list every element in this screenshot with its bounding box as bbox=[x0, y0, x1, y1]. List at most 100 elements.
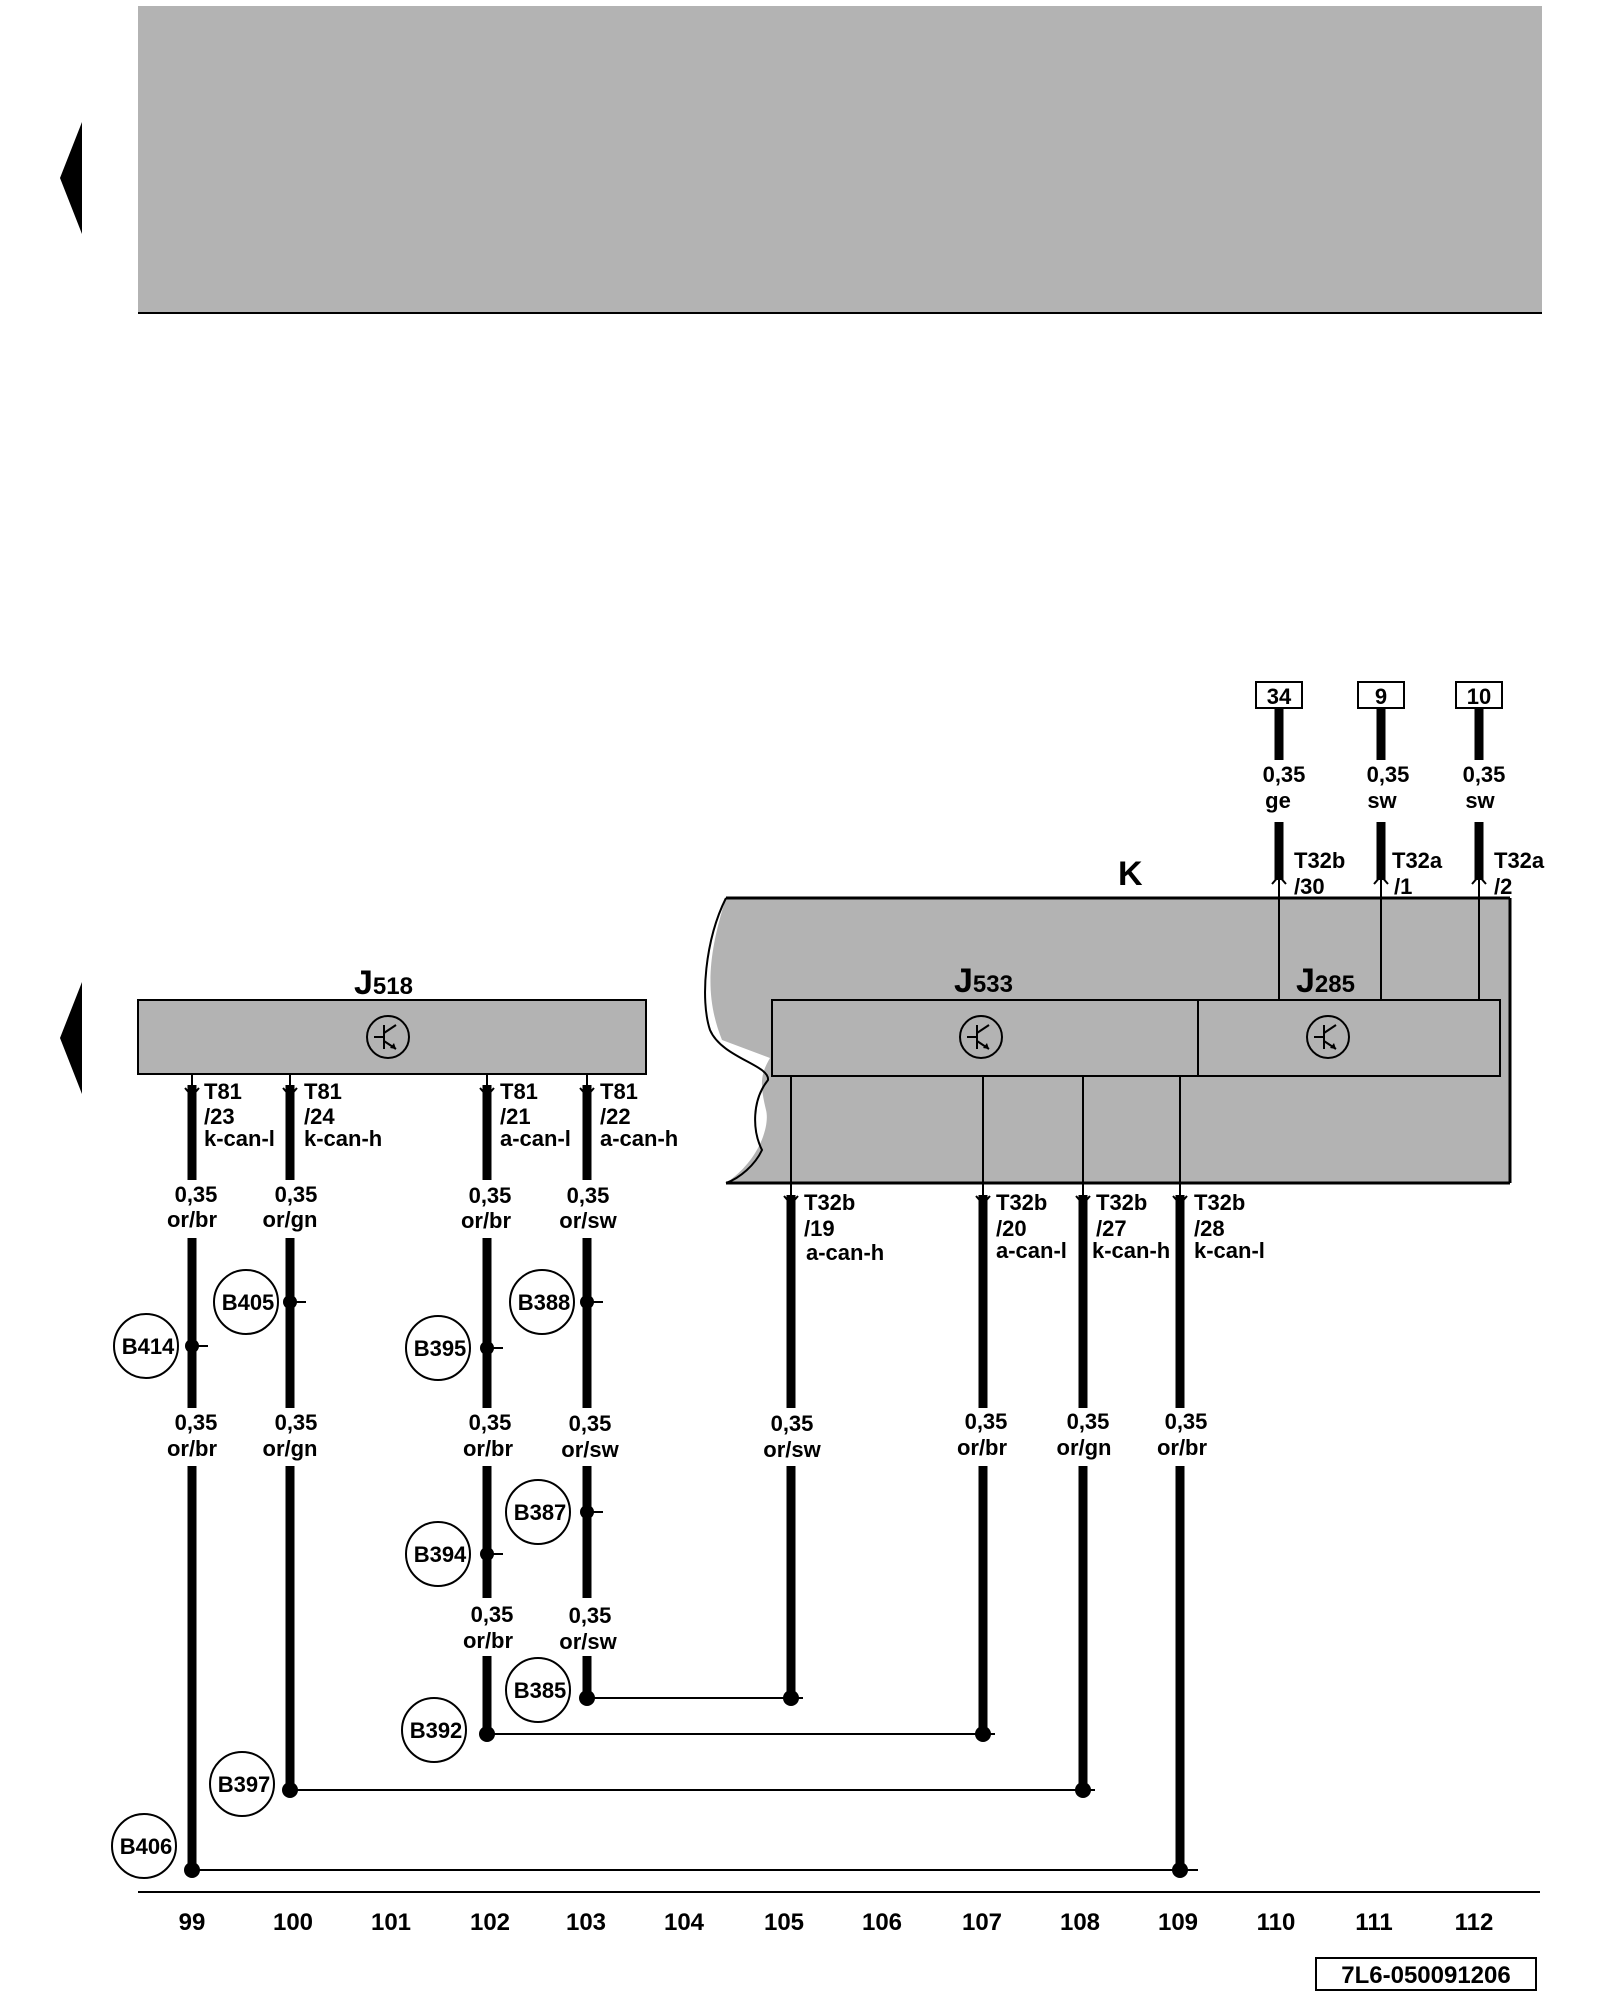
svg-text:or/gn: or/gn bbox=[263, 1207, 318, 1232]
svg-text:or/gn: or/gn bbox=[1057, 1435, 1112, 1460]
svg-text:or/sw: or/sw bbox=[763, 1437, 821, 1462]
svg-text:B392: B392 bbox=[410, 1718, 463, 1743]
svg-text:/24: /24 bbox=[304, 1104, 335, 1129]
svg-text:0,35: 0,35 bbox=[175, 1410, 218, 1435]
svg-text:110: 110 bbox=[1257, 1909, 1296, 1936]
svg-text:100: 100 bbox=[273, 1909, 313, 1936]
svg-text:111: 111 bbox=[1355, 1909, 1392, 1936]
svg-text:0,35: 0,35 bbox=[469, 1410, 512, 1435]
svg-text:108: 108 bbox=[1060, 1909, 1100, 1936]
svg-text:0,35: 0,35 bbox=[1463, 762, 1506, 787]
splice-b395: B395 bbox=[405, 1315, 471, 1381]
svg-text:0,35: 0,35 bbox=[965, 1409, 1008, 1434]
svg-text:0,35: 0,35 bbox=[569, 1411, 612, 1436]
transistor-icon bbox=[1306, 1015, 1350, 1059]
svg-text:or/sw: or/sw bbox=[559, 1208, 617, 1233]
svg-text:B405: B405 bbox=[222, 1290, 275, 1315]
reference-box-9 bbox=[1357, 681, 1405, 709]
svg-text:0,35: 0,35 bbox=[771, 1411, 814, 1436]
diagram-code: 7L6-050091206 bbox=[1341, 1962, 1510, 1989]
svg-text:T81: T81 bbox=[204, 1079, 242, 1104]
svg-text:T81: T81 bbox=[304, 1079, 342, 1104]
component-k-label: K bbox=[1118, 855, 1143, 893]
svg-text:or/br: or/br bbox=[167, 1207, 218, 1232]
svg-text:or/br: or/br bbox=[957, 1435, 1008, 1460]
header-band bbox=[138, 6, 1542, 312]
svg-text:/20: /20 bbox=[996, 1216, 1027, 1241]
svg-text:ge: ge bbox=[1265, 788, 1291, 813]
splice-b388: B388 bbox=[509, 1269, 575, 1335]
svg-text:or/sw: or/sw bbox=[561, 1437, 619, 1462]
svg-text:k-can-l: k-can-l bbox=[1194, 1238, 1265, 1263]
svg-text:/19: /19 bbox=[804, 1216, 835, 1241]
svg-text:0,35: 0,35 bbox=[1067, 1409, 1110, 1434]
svg-text:k-can-h: k-can-h bbox=[304, 1126, 382, 1151]
svg-text:T32a: T32a bbox=[1392, 848, 1443, 873]
svg-text:sw: sw bbox=[1465, 788, 1495, 813]
svg-text:109: 109 bbox=[1158, 1909, 1198, 1936]
svg-text:107: 107 bbox=[962, 1909, 1002, 1936]
svg-text:105: 105 bbox=[764, 1909, 804, 1936]
svg-text:B395: B395 bbox=[414, 1336, 467, 1361]
terminal-t32b-27: T32b /27 k-can-h bbox=[1092, 1190, 1170, 1263]
svg-text:0,35: 0,35 bbox=[469, 1183, 512, 1208]
svg-text:0,35: 0,35 bbox=[175, 1182, 218, 1207]
svg-text:/27: /27 bbox=[1096, 1216, 1127, 1241]
svg-text:106: 106 bbox=[862, 1909, 902, 1936]
thick-wires bbox=[187, 708, 1484, 1870]
svg-text:/1: /1 bbox=[1394, 874, 1412, 899]
transistor-icon bbox=[366, 1015, 410, 1059]
transistor-icon bbox=[959, 1015, 1003, 1059]
terminal-t81-24: T81 /24 k-can-h bbox=[304, 1079, 382, 1151]
svg-text:/2: /2 bbox=[1494, 874, 1512, 899]
svg-text:T81: T81 bbox=[500, 1079, 538, 1104]
svg-text:103: 103 bbox=[566, 1909, 606, 1936]
svg-text:0,35: 0,35 bbox=[471, 1602, 514, 1627]
splice-b385: B385 bbox=[505, 1657, 571, 1723]
splice-b414: B414 bbox=[113, 1313, 179, 1379]
svg-text:0,35: 0,35 bbox=[275, 1182, 318, 1207]
component-j533-label: J533 bbox=[954, 962, 1013, 1000]
svg-text:B406: B406 bbox=[120, 1834, 173, 1859]
svg-text:a-can-l: a-can-l bbox=[500, 1126, 571, 1151]
svg-text:B385: B385 bbox=[514, 1678, 567, 1703]
svg-text:a-can-h: a-can-h bbox=[806, 1240, 884, 1265]
component-j518-box bbox=[137, 999, 647, 1075]
reference-34: 34 bbox=[1267, 684, 1292, 709]
reference-box-10 bbox=[1455, 681, 1503, 709]
svg-text:/28: /28 bbox=[1194, 1216, 1225, 1241]
svg-text:102: 102 bbox=[470, 1909, 510, 1936]
svg-text:B388: B388 bbox=[518, 1290, 571, 1315]
terminal-t81-21: T81 /21 a-can-l bbox=[500, 1079, 571, 1151]
svg-text:0,35: 0,35 bbox=[1263, 762, 1306, 787]
svg-text:or/br: or/br bbox=[461, 1208, 512, 1233]
previous-page-arrow-icon[interactable] bbox=[60, 122, 82, 234]
thin-wires bbox=[191, 880, 1480, 1871]
svg-text:104: 104 bbox=[664, 1909, 705, 1936]
svg-text:sw: sw bbox=[1367, 788, 1397, 813]
splice-b392: B392 bbox=[401, 1697, 467, 1763]
svg-text:or/sw: or/sw bbox=[559, 1629, 617, 1654]
svg-text:or/br: or/br bbox=[463, 1628, 514, 1653]
svg-text:T32b: T32b bbox=[1194, 1190, 1245, 1215]
previous-page-arrow-icon-2[interactable] bbox=[60, 982, 82, 1094]
terminal-t32b-30: T32b /30 bbox=[1294, 848, 1345, 899]
terminal-t32b-20: T32b /20 a-can-l bbox=[996, 1190, 1067, 1263]
svg-text:/22: /22 bbox=[600, 1104, 631, 1129]
track-numbers: 99 100 101 102 103 104 105 106 107 108 1… bbox=[179, 1909, 1494, 1936]
svg-text:/30: /30 bbox=[1294, 874, 1325, 899]
svg-text:0,35: 0,35 bbox=[569, 1603, 612, 1628]
svg-text:B397: B397 bbox=[218, 1772, 271, 1797]
svg-text:k-can-l: k-can-l bbox=[204, 1126, 275, 1151]
splice-b387: B387 bbox=[505, 1479, 571, 1545]
component-j518-label: J518 bbox=[354, 964, 413, 1002]
svg-text:T32b: T32b bbox=[804, 1190, 855, 1215]
component-j533-box bbox=[771, 999, 1199, 1077]
splice-b406: B406 bbox=[111, 1813, 177, 1879]
svg-text:k-can-h: k-can-h bbox=[1092, 1238, 1170, 1263]
splice-dots bbox=[184, 1295, 1188, 1878]
svg-text:T32b: T32b bbox=[1294, 848, 1345, 873]
connector-markers bbox=[184, 874, 1487, 1206]
